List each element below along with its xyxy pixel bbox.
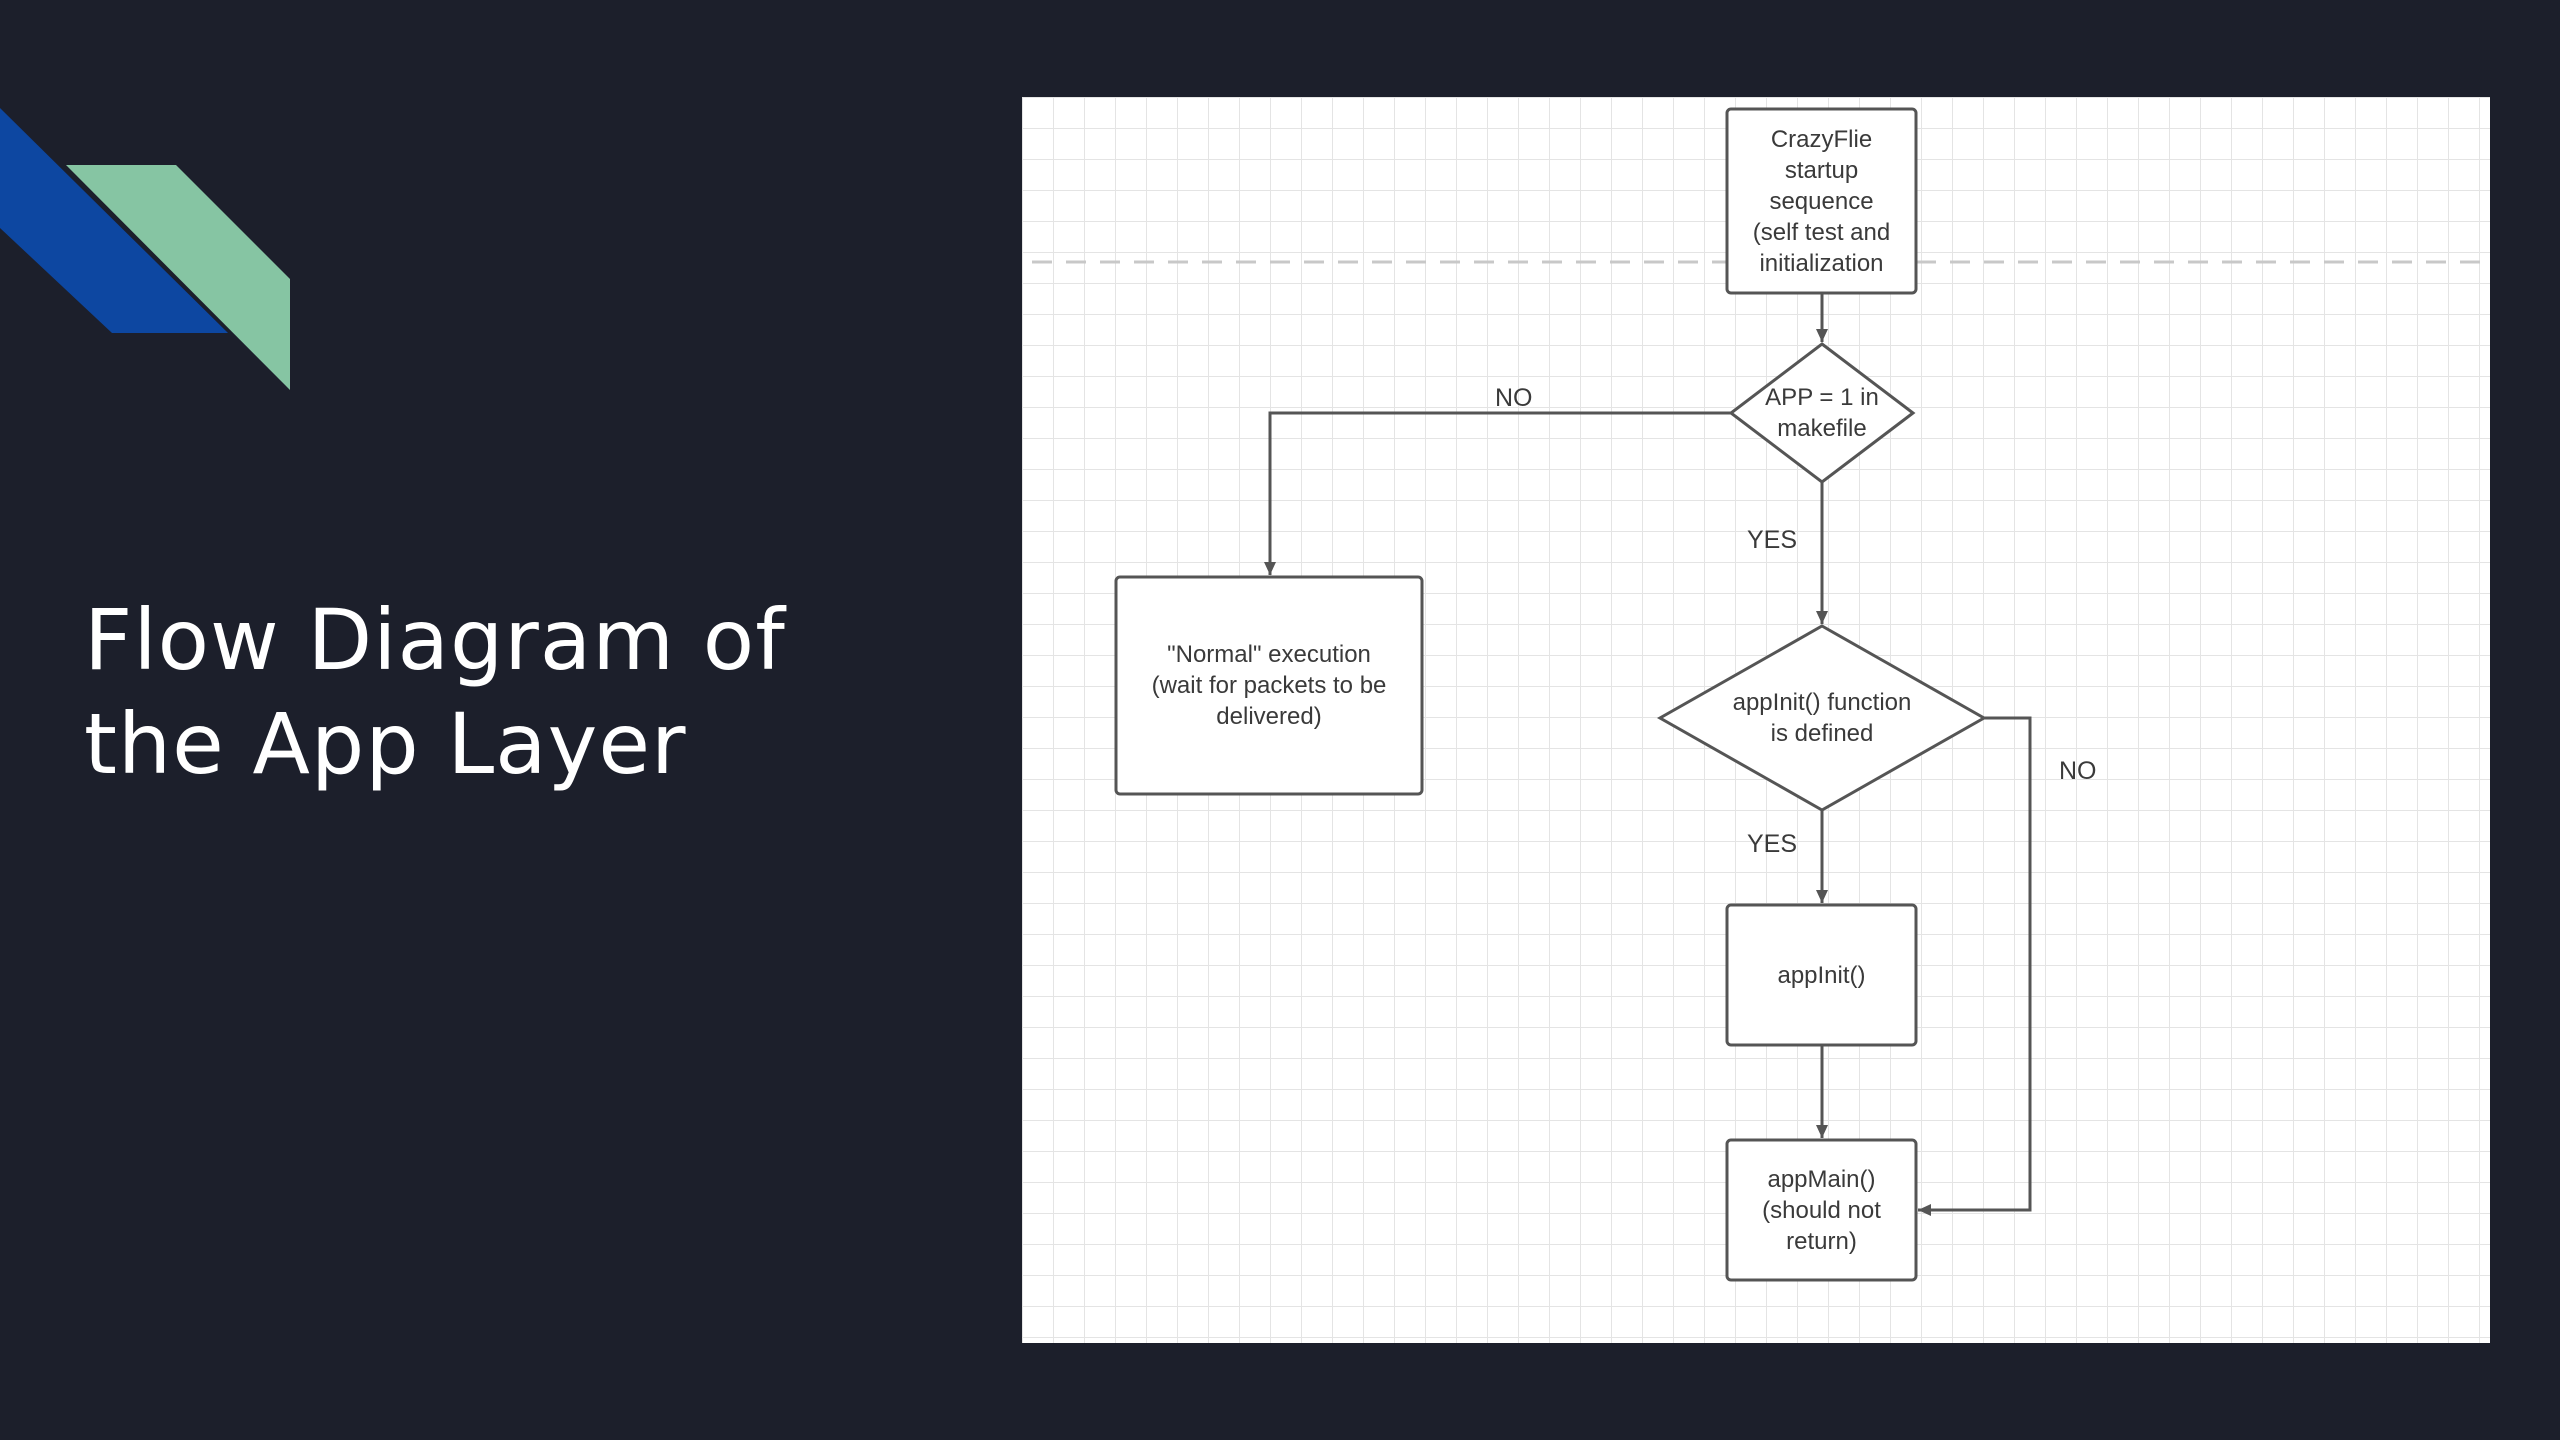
- slide-title-line-2: the App Layer: [84, 695, 687, 793]
- app-check-yes-label: YES: [1747, 526, 1798, 554]
- edge-appinit-check-no: [1918, 716, 2032, 1216]
- appinit-check-no-label: NO: [2059, 757, 2097, 785]
- decorative-stripes: [0, 108, 290, 390]
- diagram-shapes: [1032, 107, 2490, 1282]
- blue-stripe: [0, 108, 228, 333]
- appmain-node-shape: [1725, 1138, 1918, 1282]
- appinit-check-yes-label: YES: [1747, 830, 1798, 858]
- edge-app-check-no: [1264, 411, 1731, 575]
- app-check-node: APP = 1 in makefile: [1765, 384, 1879, 442]
- appmain-node: appMain() (should not return): [1762, 1165, 1881, 1255]
- startup-node: CrazyFlie startup sequence (self test an…: [1752, 125, 1891, 277]
- flow-diagram: CrazyFlie startup sequence (self test an…: [1022, 97, 2490, 1343]
- slide-title: Flow Diagram of the App Layer: [84, 588, 984, 796]
- slide-title-line-1: Flow Diagram of: [84, 591, 786, 689]
- appinit-node: appInit(): [1777, 961, 1866, 989]
- green-stripe: [66, 165, 290, 390]
- normal-node-shape: [1114, 575, 1424, 796]
- appinit-check-node: appInit() function is defined: [1732, 689, 1912, 747]
- normal-execution-node: "Normal" execution (wait for packets to …: [1151, 641, 1387, 730]
- app-check-no-label: NO: [1495, 384, 1533, 412]
